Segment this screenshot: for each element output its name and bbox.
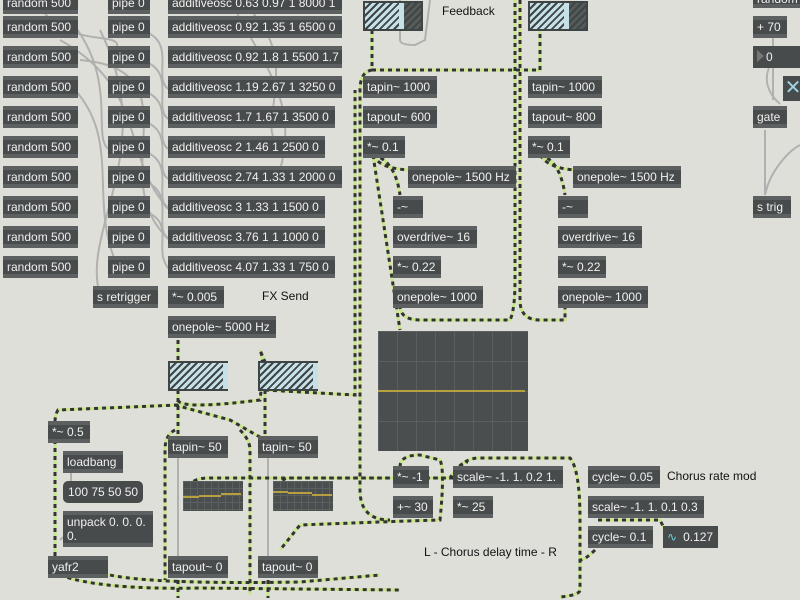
fb-left-tapout[interactable]: tapout~ 600 [363, 106, 437, 128]
chorus-left-gain-slider[interactable] [168, 361, 228, 391]
additiveosc-object[interactable]: additiveosc 0.92 1.8 1 5500 1.7 [168, 46, 342, 68]
scope-trace [288, 492, 312, 494]
send-trig-object[interactable]: s trig [753, 196, 791, 218]
scope-trace [273, 491, 288, 493]
oscilloscope-display [378, 331, 528, 451]
pipe-object[interactable]: pipe 0 [108, 196, 150, 218]
fb-right-tapout[interactable]: tapout~ 800 [528, 106, 602, 128]
additiveosc-object[interactable]: additiveosc 3.76 1 1 1000 0 [168, 226, 325, 248]
fb-right-onepole[interactable]: onepole~ 1000 [558, 286, 648, 308]
fb-left-overdrive[interactable]: overdrive~ 16 [393, 226, 477, 248]
scope-trace [221, 493, 241, 495]
yafr2-object[interactable]: yafr2 [48, 556, 108, 578]
plus-70-object[interactable]: + 70 [753, 16, 787, 38]
chorus-left-scope [183, 481, 243, 511]
pipe-object[interactable]: pipe 0 [108, 16, 150, 38]
pipe-object[interactable]: pipe 0 [108, 46, 150, 68]
cycle-slow-object[interactable]: cycle~ 0.05 [588, 466, 660, 488]
scope-trace [199, 495, 221, 497]
sine-wave-icon: ∿ [667, 530, 678, 544]
additiveosc-object[interactable]: additiveosc 1.19 2.67 1 3250 0 [168, 76, 342, 98]
signal-number-box[interactable]: ∿ 0.127 [663, 526, 718, 548]
additiveosc-object[interactable]: additiveosc 0.92 1.35 1 6500 0 [168, 16, 342, 38]
fb-right-gain[interactable]: *~ 0.1 [528, 136, 570, 158]
chorus-right-gain-slider[interactable] [258, 361, 318, 391]
fx-send-label: FX Send [262, 289, 309, 303]
pipe-object[interactable]: pipe 0 [108, 226, 150, 248]
pipe-object[interactable]: pipe 0 [108, 256, 150, 278]
feedback-left-gain-slider[interactable] [363, 1, 423, 31]
random-object[interactable]: random 500 [3, 136, 78, 158]
fb-left-gain2[interactable]: *~ 0.22 [393, 256, 441, 278]
fb-left-onepole-hz[interactable]: onepole~ 1500 Hz [408, 166, 516, 188]
pipe-object[interactable]: pipe 0 [108, 0, 150, 14]
random-object[interactable]: random 500 [3, 76, 78, 98]
cycle-rate-object[interactable]: cycle~ 0.1 [588, 526, 653, 548]
random-object[interactable]: random 500 [3, 166, 78, 188]
random-partial-object[interactable]: random [753, 0, 800, 8]
additiveosc-object[interactable]: additiveosc 0.63 0.97 1 8000 1 [168, 0, 342, 14]
scale-rate-object[interactable]: scale~ -1. 1. 0.1 0.3 [588, 496, 704, 518]
random-object[interactable]: random 500 [3, 46, 78, 68]
additiveosc-object[interactable]: additiveosc 3 1.33 1 1500 0 [168, 196, 325, 218]
fx-onepole-object[interactable]: onepole~ 5000 Hz [168, 316, 276, 338]
random-object[interactable]: random 500 [3, 106, 78, 128]
toggle-close-icon[interactable]: ✕ [783, 76, 800, 101]
number-arrow-icon [757, 50, 764, 62]
gate-object[interactable]: gate [753, 106, 787, 128]
fb-left-gain[interactable]: *~ 0.1 [363, 136, 405, 158]
fb-left-minus[interactable]: -~ [393, 196, 423, 218]
additiveosc-object[interactable]: additiveosc 2.74 1.33 1 2000 0 [168, 166, 342, 188]
random-object[interactable]: random 500 [3, 226, 78, 248]
plus-30-object[interactable]: +~ 30 [393, 496, 433, 518]
neg-object[interactable]: *~ -1 [393, 466, 429, 488]
signal-value: 0.127 [683, 530, 714, 544]
random-object[interactable]: random 500 [3, 196, 78, 218]
chorus-left-tapout[interactable]: tapout~ 0 [168, 556, 228, 578]
fb-left-tapin[interactable]: tapin~ 1000 [363, 76, 437, 98]
chorus-rate-label: Chorus rate mod [667, 469, 757, 483]
fb-right-minus[interactable]: -~ [558, 196, 588, 218]
send-retrigger-object[interactable]: s retrigger [93, 286, 158, 308]
pipe-object[interactable]: pipe 0 [108, 76, 150, 98]
additiveosc-object[interactable]: additiveosc 4.07 1.33 1 750 0 [168, 256, 335, 278]
pipe-object[interactable]: pipe 0 [108, 166, 150, 188]
loadbang-object[interactable]: loadbang [63, 451, 123, 473]
chorus-right-scope [273, 481, 333, 511]
additiveosc-object[interactable]: additiveosc 1.7 1.67 1 3500 0 [168, 106, 335, 128]
chorus-right-tapin[interactable]: tapin~ 50 [258, 436, 318, 458]
feedback-right-gain-slider[interactable] [528, 1, 588, 31]
delay-time-label: L - Chorus delay time - R [424, 545, 557, 559]
mul-25-object[interactable]: *~ 25 [453, 496, 493, 518]
random-object[interactable]: random 500 [3, 16, 78, 38]
message-box[interactable]: 100 75 50 50 [63, 481, 143, 503]
fb-right-overdrive[interactable]: overdrive~ 16 [558, 226, 642, 248]
additiveosc-object[interactable]: additiveosc 2 1.46 1 2500 0 [168, 136, 325, 158]
random-object[interactable]: random 500 [3, 0, 78, 14]
chorus-left-tapin[interactable]: tapin~ 50 [168, 436, 228, 458]
fx-gain-object[interactable]: *~ 0.005 [168, 286, 224, 308]
scope-trace [378, 390, 525, 392]
scope-trace [183, 496, 199, 498]
random-object[interactable]: random 500 [3, 256, 78, 278]
fb-left-onepole[interactable]: onepole~ 1000 [393, 286, 483, 308]
chorus-right-tapout[interactable]: tapout~ 0 [258, 556, 318, 578]
fb-right-tapin[interactable]: tapin~ 1000 [528, 76, 602, 98]
fb-right-gain2[interactable]: *~ 0.22 [558, 256, 606, 278]
fb-right-onepole-hz[interactable]: onepole~ 1500 Hz [573, 166, 681, 188]
unpack-object[interactable]: unpack 0. 0. 0. 0. [63, 511, 153, 547]
number-value: 0 [766, 50, 773, 64]
scale-delay-object[interactable]: scale~ -1. 1. 0.2 1. [453, 466, 563, 488]
pipe-object[interactable]: pipe 0 [108, 136, 150, 158]
feedback-label: Feedback [442, 4, 495, 18]
scope-trace [312, 494, 332, 496]
number-box[interactable]: 0 [753, 46, 800, 68]
mul-half-object[interactable]: *~ 0.5 [48, 421, 90, 443]
pipe-object[interactable]: pipe 0 [108, 106, 150, 128]
